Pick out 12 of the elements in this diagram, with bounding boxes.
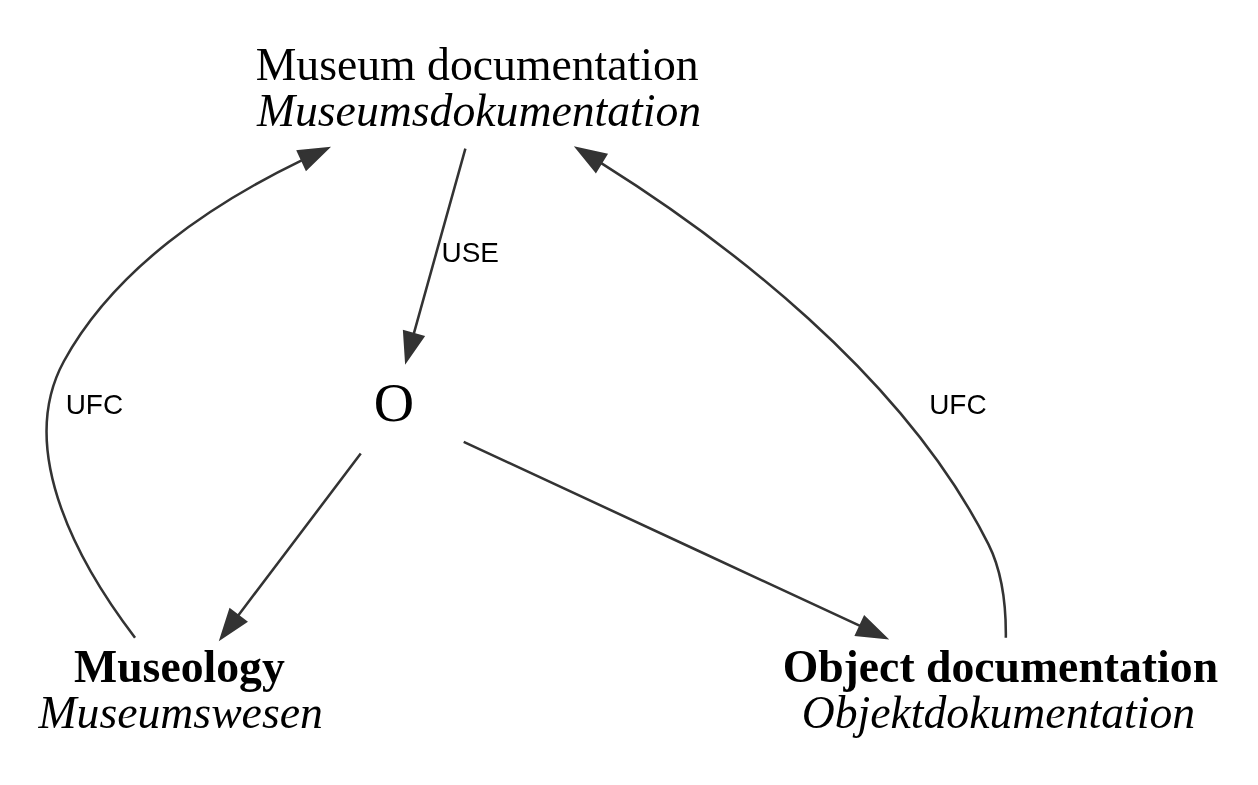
arrow [45,146,332,638]
arrow [218,452,362,641]
node-text: Museology Museumswesen [38,640,323,738]
edge-label: UFC [65,388,124,420]
node-text: Object documentation Objektdokumentation [782,640,1219,738]
node-text: Museum documentation Museumsdokumentation [255,38,702,136]
edge-label: UFC [929,388,987,420]
arrow [463,440,890,639]
arrow [402,147,467,365]
arrow [573,145,1008,638]
node-text: O [373,370,415,433]
edge-label: USE [441,236,499,268]
